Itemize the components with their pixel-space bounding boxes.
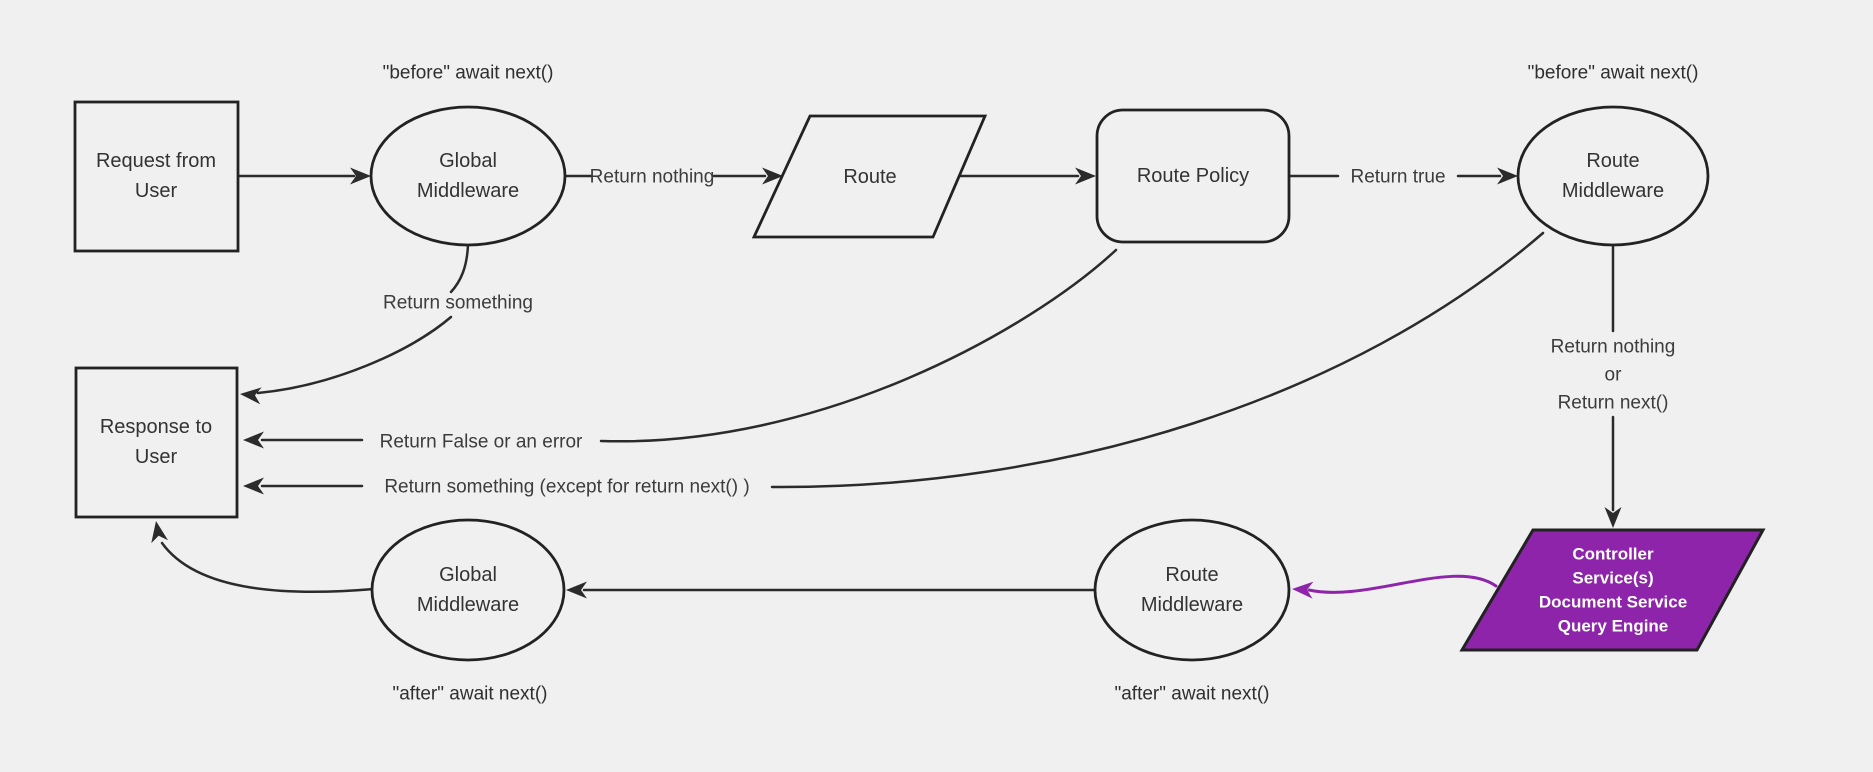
edge-route-middleware-to-controller bbox=[1604, 243, 1622, 528]
annotation-before-global: "before" await next() bbox=[383, 63, 554, 84]
edge-global-middleware-to-route-label: Return nothing bbox=[590, 167, 715, 188]
edge-route-policy-return-false-arrowhead-icon bbox=[243, 431, 264, 449]
controller-services-shape bbox=[1459, 528, 1766, 652]
edge-route-policy-return-false-line bbox=[599, 248, 1118, 443]
request-from-user-shape bbox=[73, 100, 240, 253]
response-to-user-label: User bbox=[135, 446, 178, 468]
edge-route-middleware-return-something-label: Return something (except for return next… bbox=[384, 477, 749, 498]
route-middleware-after-label: Middleware bbox=[1141, 594, 1243, 616]
edge-global-middleware-to-route-arrowhead-icon bbox=[762, 167, 783, 185]
edge-route-to-route-policy bbox=[957, 167, 1096, 185]
edge-route-middleware-return-something-arrowhead-icon bbox=[243, 477, 264, 495]
route-middleware-after-label: Route bbox=[1165, 564, 1218, 586]
edge-route-to-route-policy-arrowhead-icon bbox=[1075, 167, 1096, 185]
edge-global-middleware-to-response bbox=[151, 521, 376, 594]
edge-global-middleware-to-response-arrowhead-icon bbox=[151, 521, 169, 544]
edge-controller-to-route-middleware-line bbox=[1307, 574, 1498, 594]
request-from-user-label: Request from bbox=[96, 150, 216, 172]
response-to-user-shape bbox=[74, 366, 239, 519]
edge-route-middleware-to-controller-label: Return nothing bbox=[1551, 337, 1676, 358]
route-policy-label: Route Policy bbox=[1137, 165, 1249, 187]
edge-route-policy-to-route-middleware-arrowhead-icon bbox=[1497, 167, 1518, 185]
node-route: Route bbox=[751, 114, 988, 239]
controller-services-label: Document Service bbox=[1539, 593, 1687, 612]
global-middleware-before-shape bbox=[369, 105, 567, 247]
edge-route-policy-to-route-middleware-label: Return true bbox=[1350, 167, 1445, 188]
edge-route-middleware-to-global-middleware-arrowhead-icon bbox=[566, 581, 587, 599]
edge-route-middleware-to-controller-label: or bbox=[1605, 365, 1623, 386]
edge-global-middleware-return-something-line bbox=[449, 243, 470, 294]
controller-services-label: Controller bbox=[1572, 545, 1654, 564]
edge-route-middleware-to-controller-arrowhead-icon bbox=[1604, 507, 1622, 528]
controller-services-label: Query Engine bbox=[1558, 617, 1669, 636]
node-response-to-user: Response to User bbox=[74, 366, 239, 519]
edge-global-middleware-to-response-line bbox=[160, 541, 376, 594]
annotation-after-global: "after" await next() bbox=[393, 684, 548, 705]
edge-controller-to-route-middleware-arrowhead-icon bbox=[1292, 581, 1314, 599]
edge-route-middleware-return-something-line bbox=[770, 231, 1545, 489]
global-middleware-before-label: Global bbox=[439, 150, 497, 172]
route-shape bbox=[751, 114, 988, 239]
edge-route-middleware-to-global-middleware bbox=[566, 581, 1097, 599]
edge-request-to-global-middleware bbox=[236, 167, 371, 185]
global-middleware-after-label: Middleware bbox=[417, 594, 519, 616]
global-middleware-after-shape bbox=[370, 518, 566, 662]
route-middleware-before-label: Route bbox=[1586, 150, 1639, 172]
edge-route-middleware-to-controller-label: Return next() bbox=[1558, 393, 1669, 414]
edge-global-middleware-to-route bbox=[563, 167, 783, 185]
response-to-user-label: Response to bbox=[100, 416, 212, 438]
global-middleware-after-label: Global bbox=[439, 564, 497, 586]
edge-route-policy-to-route-middleware bbox=[1287, 167, 1518, 185]
route-middleware-before-label: Middleware bbox=[1562, 180, 1664, 202]
edge-global-middleware-return-something-line bbox=[256, 315, 453, 395]
annotation-before-route: "before" await next() bbox=[1528, 63, 1699, 84]
route-policy-shape bbox=[1095, 108, 1291, 244]
controller-services-label: Service(s) bbox=[1572, 569, 1653, 588]
route-label: Route bbox=[843, 166, 896, 188]
edge-global-middleware-return-something bbox=[240, 243, 470, 405]
edge-route-policy-return-false-label: Return False or an error bbox=[380, 432, 583, 453]
route-middleware-after-shape bbox=[1093, 518, 1291, 662]
edge-route-policy-return-false bbox=[243, 248, 1118, 449]
edge-global-middleware-return-something-arrowhead-icon bbox=[240, 387, 262, 405]
annotation-after-route: "after" await next() bbox=[1115, 684, 1270, 705]
edge-request-to-global-middleware-arrowhead-icon bbox=[350, 167, 371, 185]
edge-controller-to-route-middleware bbox=[1292, 574, 1498, 599]
edge-global-middleware-return-something-label: Return something bbox=[383, 293, 533, 314]
route-middleware-before-shape bbox=[1516, 105, 1710, 247]
global-middleware-before-label: Middleware bbox=[417, 180, 519, 202]
request-from-user-label: User bbox=[135, 180, 178, 202]
edge-route-middleware-return-something bbox=[243, 231, 1545, 495]
edges-layer bbox=[151, 167, 1622, 599]
node-route-policy: Route Policy bbox=[1095, 108, 1291, 244]
